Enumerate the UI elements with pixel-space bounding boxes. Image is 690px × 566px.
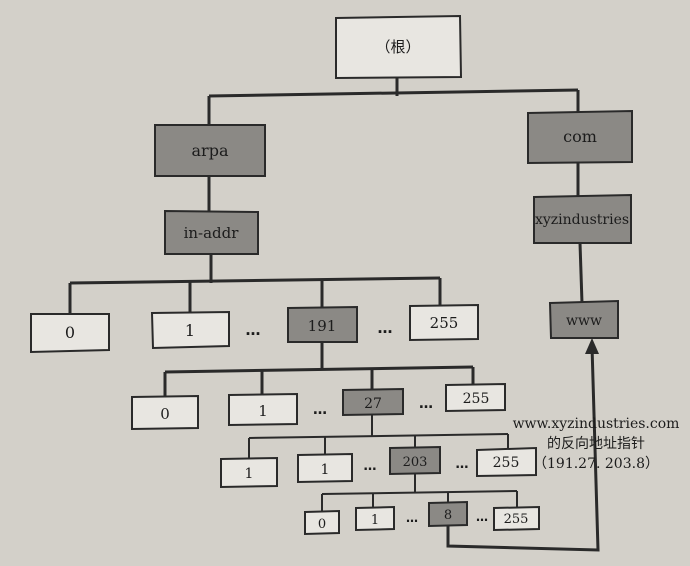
level3-node-1b: 1 [297,452,353,484]
level4-node-255-label: 255 [504,512,529,527]
node-root: （根） [335,14,463,80]
node-arpa-label: arpa [192,141,229,160]
level4-node-255: 255 [493,505,540,532]
level4-node-1: 1 [355,505,395,532]
level3-node-203: 203 [389,445,441,476]
reverse-pointer-annotation: www.xyzindustries.com 的反向地址指针 （191.27. 2… [505,414,687,474]
level1-node-0: 0 [30,313,110,354]
level4-ellipsis-b: … [476,510,488,524]
level4-node-0: 0 [304,509,340,536]
annotation-address: （191.27. 203.8） [533,456,659,472]
level1-node-255: 255 [409,303,479,342]
node-in-addr-label: in-addr [184,224,240,242]
annotation-description: 的反向地址指针 [547,436,645,452]
level3-ellipsis-b: … [456,457,469,472]
level4-node-8-label: 8 [444,508,452,523]
level1-node-1: 1 [150,310,230,350]
level1-node-191-label: 191 [308,317,337,335]
level4-node-0-label: 0 [318,517,326,532]
level2-node-27-label: 27 [364,396,382,412]
node-com: com [527,109,633,165]
level2-node-255: 255 [445,382,506,413]
level3-ellipsis-a: … [364,459,377,474]
level1-node-1-label: 1 [185,321,195,340]
level1-node-191: 191 [287,305,358,343]
node-www-label: www [566,313,602,329]
node-xyzindustries-label: xyzindustries [535,212,629,228]
level2-node-0-label: 0 [160,405,170,423]
level2-node-1-label: 1 [258,402,268,420]
node-www: www [548,299,619,339]
level2-node-1: 1 [228,392,298,427]
annotation-domain: www.xyzindustries.com [512,416,680,432]
node-arpa: arpa [154,124,266,177]
level2-node-27: 27 [342,387,404,417]
level3-node-1b-label: 1 [321,462,330,478]
level3-node-1a: 1 [220,456,278,489]
level2-node-255-label: 255 [463,391,490,407]
node-com-label: com [563,127,597,146]
level1-ellipsis-a: … [246,321,261,339]
node-root-label: （根） [375,38,420,56]
level3-node-255: 255 [476,446,537,478]
level1-ellipsis-b: … [378,319,393,337]
level3-node-1a-label: 1 [245,466,254,482]
tree-edges [68,78,600,552]
level4-ellipsis-a: … [406,511,418,525]
level2-ellipsis-a: … [313,402,327,418]
level3-node-255-label: 255 [493,455,520,471]
level2-node-0: 0 [131,394,199,431]
level4-node-8: 8 [428,500,468,528]
level3-node-203-label: 203 [403,455,428,470]
level1-node-255-label: 255 [430,314,459,332]
level1-node-0-label: 0 [65,323,75,342]
node-in-addr: in-addr [164,209,259,255]
level2-ellipsis-b: … [419,396,433,412]
level4-node-1-label: 1 [371,513,379,528]
node-xyzindustries: xyzindustries [533,193,632,244]
